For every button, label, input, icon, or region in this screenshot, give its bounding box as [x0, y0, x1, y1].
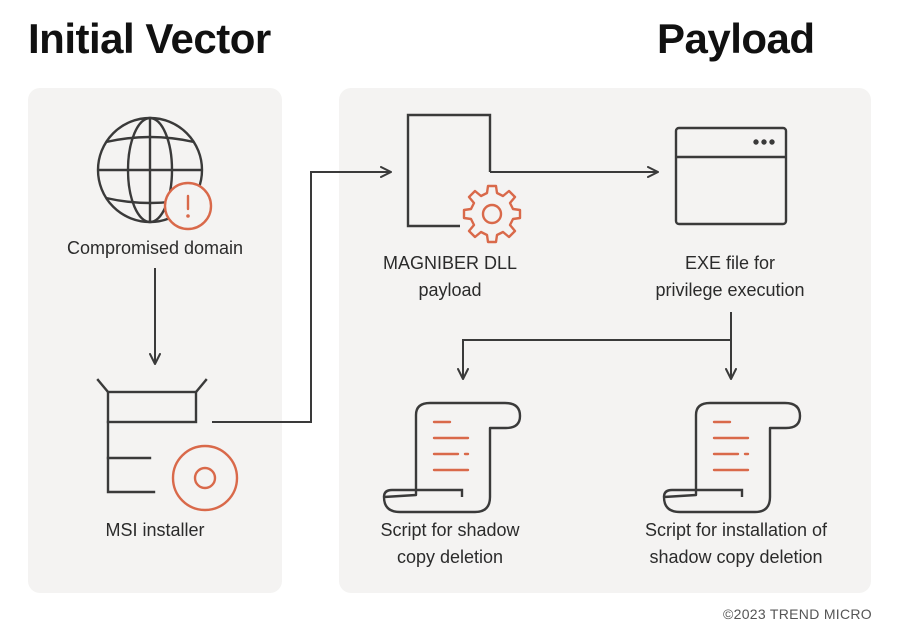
- copyright-text: ©2023 TREND MICRO: [723, 606, 872, 622]
- magniber-dll-label-line2: payload: [418, 280, 482, 300]
- arrows-exe-to-scripts: [457, 312, 737, 380]
- exe-file-label-line2: privilege execution: [655, 280, 805, 300]
- compromised-domain-label: Compromised domain: [66, 238, 244, 258]
- script-install-label-line1: Script for installation of: [644, 520, 828, 540]
- scroll-icon: [382, 401, 522, 514]
- payload-heading: Payload: [657, 15, 815, 62]
- disc-icon: [171, 444, 239, 512]
- box-disc-icon: [96, 378, 239, 512]
- document-gear-icon: [406, 113, 522, 244]
- alert-icon: [163, 181, 213, 231]
- box-icon: [96, 378, 208, 494]
- script-install-label: Script for installation of shadow copy d…: [606, 517, 866, 571]
- exe-file-label-line1: EXE file for: [684, 253, 776, 273]
- magniber-dll-label: MAGNIBER DLL payload: [330, 250, 570, 304]
- arrow-msi-to-dll: [212, 166, 392, 423]
- initial-vector-heading: Initial Vector: [28, 15, 271, 62]
- scroll-icon: [662, 401, 802, 514]
- globe-alert-icon: [96, 116, 213, 231]
- gear-icon: [462, 184, 522, 244]
- script-install-label-line2: shadow copy deletion: [649, 547, 823, 567]
- magniber-dll-label-line1: MAGNIBER DLL: [382, 253, 518, 273]
- globe-icon: [96, 116, 204, 224]
- exe-file-label: EXE file for privilege execution: [605, 250, 855, 304]
- window-icon: [674, 126, 788, 226]
- script-shadow-label-line2: copy deletion: [396, 547, 504, 567]
- msi-installer-label: MSI installer: [105, 520, 205, 540]
- script-shadow-label-line1: Script for shadow: [380, 520, 520, 540]
- document-icon: [406, 113, 492, 228]
- script-shadow-label: Script for shadow copy deletion: [340, 517, 560, 571]
